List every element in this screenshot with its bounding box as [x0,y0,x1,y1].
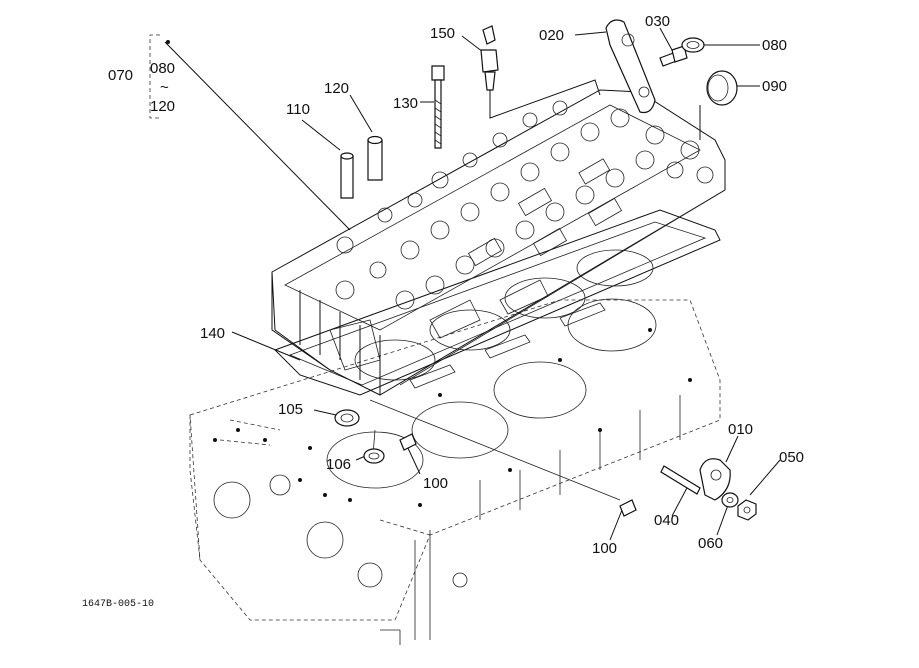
callout-150: 150 [430,25,455,42]
part-120-valve-guide[interactable] [367,135,383,181]
callout-110: 110 [286,101,310,118]
callout-130: 130 [393,95,418,112]
cylinder-block [189,298,721,645]
callout-tilde: ~ [160,79,169,96]
callout-105: 105 [278,401,303,418]
callout-100-upper: 100 [423,475,448,492]
part-150-temp-sensor[interactable] [480,25,499,91]
part-090-plug[interactable] [706,70,738,106]
part-080-seal[interactable] [681,37,705,53]
cylinder-head-gasket [274,209,721,396]
part-110-valve-guide[interactable] [340,152,354,199]
cylinder-head [271,89,726,396]
callout-020: 020 [539,27,564,44]
callout-080-bracket: 080 [150,60,175,77]
part-050-nut[interactable] [737,499,757,521]
part-010-hanger-plate[interactable] [699,458,731,501]
part-130-head-bolt[interactable] [431,65,445,149]
callout-140: 140 [200,325,225,342]
part-060-washer[interactable] [721,492,739,508]
leader-lines [164,27,781,541]
callout-labels: 070 080 ~ 120 110 120 130 150 020 030 08… [82,13,804,610]
callout-120: 120 [324,80,349,97]
part-100-dowel-pin-a[interactable] [399,433,417,451]
part-100-dowel-pin-b[interactable] [619,499,637,517]
part-106-seal[interactable] [363,448,385,464]
callout-030: 030 [645,13,670,30]
callout-106: 106 [326,456,351,473]
part-040-stud[interactable] [660,465,701,495]
part-030-bolt[interactable] [659,45,688,67]
callout-090: 090 [762,78,787,95]
callout-050: 050 [779,449,804,466]
part-020-engine-hanger[interactable] [605,19,656,114]
part-070-bracket [149,34,170,119]
callout-040: 040 [654,512,679,529]
callout-120-bracket: 120 [150,98,175,115]
callout-010: 010 [728,421,753,438]
callout-100-lower: 100 [592,540,617,557]
part-105-seal[interactable] [334,409,360,427]
drawing-id: 1647B-005-10 [82,599,154,610]
callout-080: 080 [762,37,787,54]
callout-070: 070 [108,67,133,84]
callout-060: 060 [698,535,723,552]
